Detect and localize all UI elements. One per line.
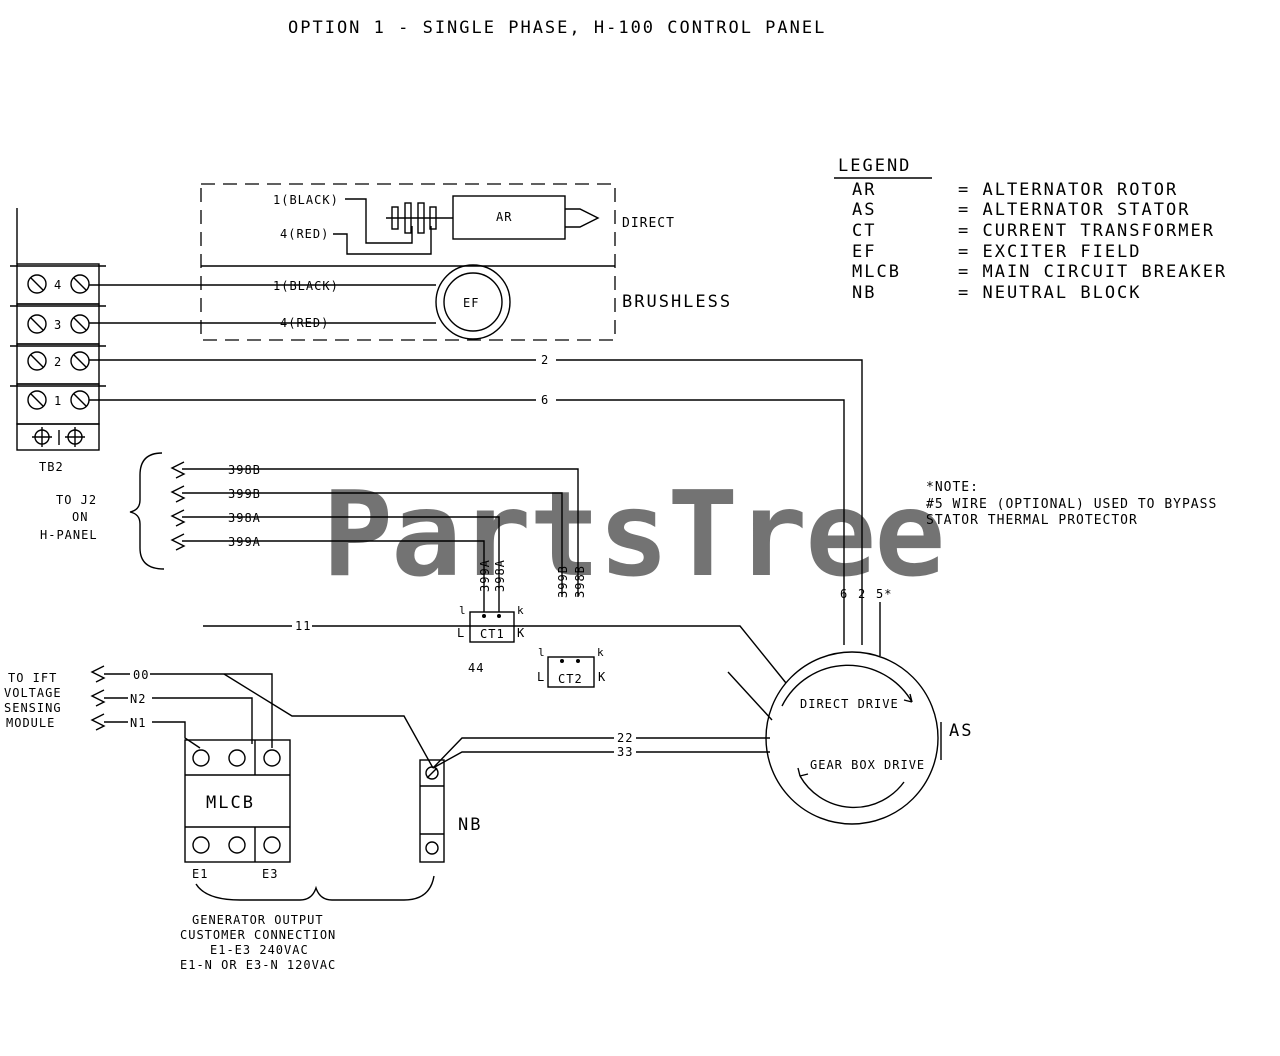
h-panel-connection: TO J2 ON H-PANEL [40, 452, 186, 570]
stator-label: AS [949, 721, 973, 741]
gen-output-line-3: E1-E3 240VAC [210, 943, 309, 957]
legend: LEGEND AR = ALTERNATOR ROTOR AS = ALTERN… [834, 156, 1227, 303]
ct2-small-k: k [597, 646, 605, 659]
wire-label-black-brushless: 1(BLACK) [273, 279, 339, 293]
legend-desc-nb: = NEUTRAL BLOCK [958, 283, 1142, 303]
terminal-1-label: 1 [54, 394, 62, 408]
wire-398b-label: 398B [228, 463, 261, 477]
main-circuit-breaker: MLCB E1 E3 [184, 739, 291, 881]
ct2-terminal-l: L [537, 670, 545, 684]
vsm-label-2: VOLTAGE [4, 686, 62, 700]
stator-lead-6: 6 [840, 587, 848, 601]
ct1-number: 44 [468, 661, 484, 675]
terminal-block-tb2: 4 3 2 1 TB2 [10, 208, 106, 474]
wire-398a-vertical: 398A [493, 559, 507, 592]
mlcb-e3: E3 [262, 867, 278, 881]
ct1-label: CT1 [480, 627, 505, 641]
stator-lead-5: 5* [876, 587, 892, 601]
ct1-small-k: k [517, 604, 525, 617]
legend-desc-mlcb: = MAIN CIRCUIT BREAKER [958, 262, 1227, 282]
diagram-title: OPTION 1 - SINGLE PHASE, H-100 CONTROL P… [288, 18, 826, 38]
wire-n1-label: N1 [130, 716, 146, 730]
h-panel-label-2: ON [72, 510, 88, 524]
wire-11-label: 11 [295, 619, 311, 633]
terminal-2-label: 2 [54, 355, 62, 369]
wire-399b-label: 399B [228, 487, 261, 501]
ct2-label: CT2 [558, 672, 583, 686]
h-panel-label-1: TO J2 [56, 493, 97, 507]
wire-33-label: 33 [617, 745, 633, 759]
alternator-rotor: AR [452, 195, 600, 240]
legend-desc-as: = ALTERNATOR STATOR [958, 200, 1190, 220]
terminal-4-label: 4 [54, 278, 62, 292]
current-transformer-ct2: CT2 l k L K [537, 646, 606, 688]
legend-abbr-mlcb: MLCB [852, 262, 901, 282]
wire-label-black-direct: 1(BLACK) [273, 193, 339, 207]
legend-abbr-ar: AR [852, 180, 876, 200]
generator-output: GENERATOR OUTPUT CUSTOMER CONNECTION E1-… [180, 875, 435, 972]
note: *NOTE: #5 WIRE (OPTIONAL) USED TO BYPASS… [926, 480, 1217, 528]
vsm-label-3: SENSING [4, 701, 62, 715]
wire-399a-label: 399A [228, 535, 261, 549]
direct-drive-label: DIRECT DRIVE [800, 697, 899, 711]
wire-398b-vertical: 398B [573, 565, 587, 598]
ct2-terminal-k: K [598, 670, 606, 684]
gear-box-drive-label: GEAR BOX DRIVE [810, 758, 925, 772]
mlcb-label: MLCB [206, 793, 255, 813]
h-panel-label-3: H-PANEL [40, 528, 98, 542]
gen-output-line-1: GENERATOR OUTPUT [192, 913, 324, 927]
note-line-3: STATOR THERMAL PROTECTOR [926, 513, 1138, 528]
exciter-field: EF [435, 264, 511, 340]
gen-output-line-2: CUSTOMER CONNECTION [180, 928, 336, 942]
current-transformer-ct1: CT1 l k L K 44 [457, 604, 525, 675]
legend-abbr-nb: NB [852, 283, 876, 303]
voltage-sensing-connection: TO IFT VOLTAGE SENSING MODULE [4, 665, 106, 731]
wire-6-label: 6 [541, 393, 549, 407]
rotor-box: DIRECT BRUSHLESS 1(BLACK) 4(RED) AR 1(BL… [200, 183, 732, 341]
vsm-label-1: TO IFT [8, 671, 57, 685]
note-line-1: *NOTE: [926, 480, 979, 495]
stator-lead-2: 2 [858, 587, 866, 601]
mlcb-e1: E1 [192, 867, 208, 881]
neutral-block-label: NB [458, 815, 482, 835]
wire-00-label: 00 [133, 668, 149, 682]
wire-398a-label: 398A [228, 511, 261, 525]
ct1-terminal-l: L [457, 626, 465, 640]
legend-abbr-ct: CT [852, 221, 876, 241]
terminal-3-label: 3 [54, 318, 62, 332]
legend-heading: LEGEND [838, 156, 911, 176]
legend-desc-ct: = CURRENT TRANSFORMER [958, 221, 1215, 241]
tb2-label: TB2 [39, 460, 64, 474]
neutral-block: NB [419, 759, 482, 863]
ef-label: EF [463, 296, 479, 310]
note-line-2: #5 WIRE (OPTIONAL) USED TO BYPASS [926, 497, 1217, 512]
wire-399a-vertical: 399A [478, 559, 492, 592]
wire-22-label: 22 [617, 731, 633, 745]
direct-label: DIRECT [622, 216, 675, 231]
wire-n2-label: N2 [130, 692, 146, 706]
legend-desc-ar: = ALTERNATOR ROTOR [958, 180, 1178, 200]
ar-label: AR [496, 210, 512, 224]
legend-desc-ef: = EXCITER FIELD [958, 242, 1142, 262]
vsm-label-4: MODULE [6, 716, 55, 730]
ct1-small-l: l [459, 604, 467, 617]
legend-abbr-ef: EF [852, 242, 876, 262]
wire-label-red-direct: 4(RED) [280, 227, 329, 241]
watermark: PartsTree [322, 465, 943, 603]
brushless-label: BRUSHLESS [622, 292, 732, 312]
wire-2-label: 2 [541, 353, 549, 367]
alternator-stator: DIRECT DRIVE GEAR BOX DRIVE AS [765, 651, 973, 825]
wire-399b-vertical: 399B [556, 565, 570, 598]
ct1-terminal-k: K [517, 626, 525, 640]
ct2-small-l: l [538, 646, 546, 659]
gen-output-line-4: E1-N OR E3-N 120VAC [180, 958, 336, 972]
legend-abbr-as: AS [852, 200, 876, 220]
